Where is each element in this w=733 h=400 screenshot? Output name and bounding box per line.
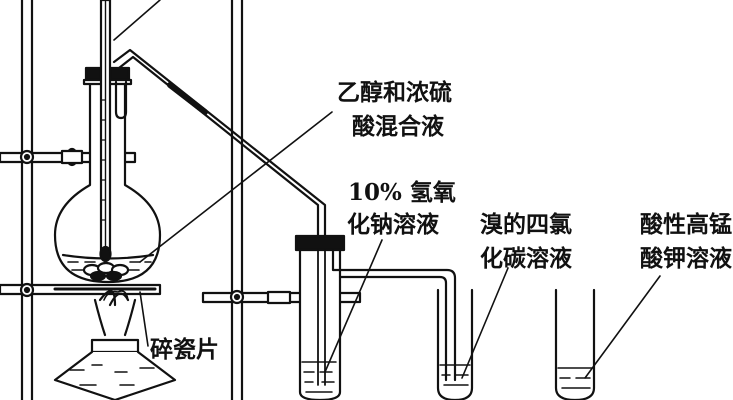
porcelain-chips (82, 261, 130, 282)
bottle-clamp (201, 289, 362, 305)
label-kmno4-line2: 酸钾溶液 (640, 245, 732, 272)
bromine-tube (436, 288, 474, 400)
label-naoh-line2: 化钠溶液 (347, 211, 439, 238)
naoh-wash-tube (294, 234, 457, 400)
alcohol-burner (53, 290, 177, 400)
side-arm (114, 80, 128, 120)
kmno4-tube (554, 288, 596, 400)
label-reagent-line1: 乙醇和浓硫 (337, 79, 452, 106)
flask-clamp (0, 147, 137, 167)
stand-rods (20, 0, 244, 400)
reagent-leader (139, 111, 333, 263)
label-bromine-line1: 溴的四氯 (480, 211, 572, 238)
leader-lines (113, 0, 661, 379)
label-bromine-line2: 化碳溶液 (480, 245, 572, 272)
label-porcelain: 碎瓷片 (150, 336, 219, 363)
label-kmno4-line1: 酸性高锰 (640, 211, 732, 238)
thermometer (99, 0, 112, 263)
label-reagent-line2: 酸混合液 (352, 113, 444, 140)
gauze-ring (0, 282, 162, 298)
label-naoh-line1: 10% 氢氧 (348, 179, 456, 206)
delivery-tube (112, 48, 327, 242)
